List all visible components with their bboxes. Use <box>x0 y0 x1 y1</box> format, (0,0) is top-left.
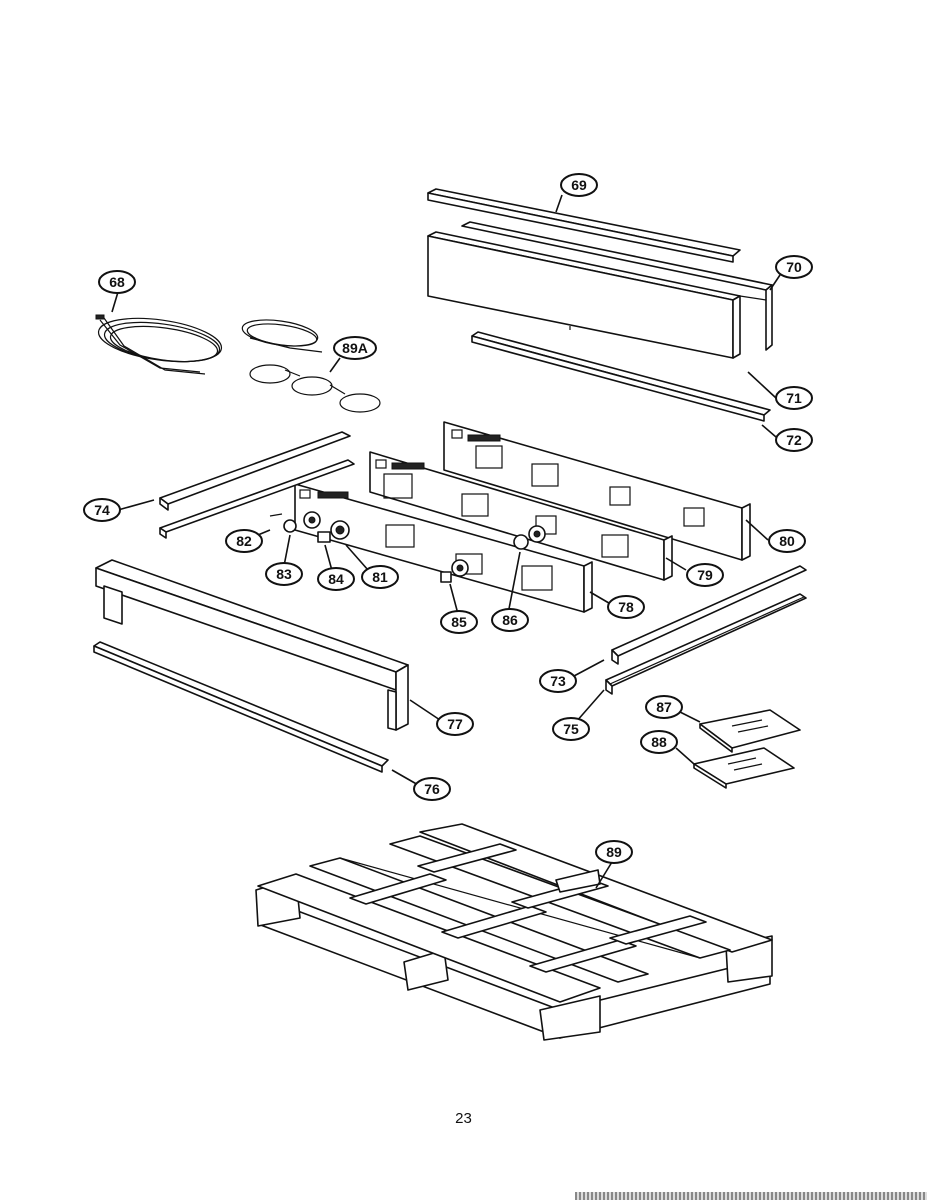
callout-84: 84 <box>317 567 355 591</box>
part-78-control-panel <box>294 483 593 613</box>
svg-text:84: 84 <box>328 571 344 587</box>
callout-68: 68 <box>98 270 136 294</box>
part-76-front-strip <box>93 641 389 773</box>
svg-text:86: 86 <box>502 612 518 628</box>
svg-text:73: 73 <box>550 673 566 689</box>
callout-80: 80 <box>768 529 806 553</box>
svg-text:89A: 89A <box>342 340 368 356</box>
callout-72: 72 <box>775 428 813 452</box>
callout-79: 79 <box>686 563 724 587</box>
svg-text:77: 77 <box>447 716 463 732</box>
callout-74: 74 <box>83 498 121 522</box>
svg-text:85: 85 <box>451 614 467 630</box>
part-68-wire-harness <box>95 314 323 375</box>
callout-73: 73 <box>539 669 577 693</box>
svg-text:88: 88 <box>651 734 667 750</box>
svg-text:83: 83 <box>276 566 292 582</box>
callout-88: 88 <box>640 730 678 754</box>
part-88-manual <box>693 747 795 789</box>
svg-text:76: 76 <box>424 781 440 797</box>
callout-75: 75 <box>552 717 590 741</box>
part-71-lower-strip <box>471 331 771 422</box>
svg-text:70: 70 <box>786 259 802 275</box>
part-74-side-rail <box>159 431 355 539</box>
callout-70: 70 <box>775 255 813 279</box>
part-89-pallet <box>255 823 773 1041</box>
callout-77: 77 <box>436 712 474 736</box>
part-80-control-panel <box>443 421 751 561</box>
callout-78: 78 <box>607 595 645 619</box>
callout-89A: 89A <box>333 336 377 360</box>
part-69-top-rail <box>427 188 741 263</box>
svg-text:75: 75 <box>563 721 579 737</box>
callout-85: 85 <box>440 610 478 634</box>
callout-81: 81 <box>361 565 399 589</box>
svg-text:82: 82 <box>236 533 252 549</box>
svg-text:71: 71 <box>786 390 802 406</box>
svg-text:74: 74 <box>94 502 110 518</box>
part-77-front-trim <box>95 559 409 731</box>
svg-text:80: 80 <box>779 533 795 549</box>
knob-fittings <box>269 511 546 583</box>
svg-text:68: 68 <box>109 274 125 290</box>
callout-82: 82 <box>225 529 263 553</box>
part-89A-clamps <box>249 364 381 413</box>
callout-76: 76 <box>413 777 451 801</box>
part-75-right-rail <box>605 593 807 695</box>
part-79-control-panel <box>369 451 673 581</box>
svg-text:89: 89 <box>606 844 622 860</box>
svg-text:87: 87 <box>656 699 672 715</box>
part-70-back-panel <box>427 221 773 359</box>
callout-71: 71 <box>775 386 813 410</box>
svg-text:81: 81 <box>372 569 388 585</box>
svg-text:78: 78 <box>618 599 634 615</box>
callout-87: 87 <box>645 695 683 719</box>
page-number: 23 <box>455 1110 472 1127</box>
scan-edge-strip <box>575 1192 927 1200</box>
callout-83: 83 <box>265 562 303 586</box>
svg-text:79: 79 <box>697 567 713 583</box>
svg-text:69: 69 <box>571 177 587 193</box>
callout-86: 86 <box>491 608 529 632</box>
callout-69-top: 69 <box>560 173 598 197</box>
part-73-right-rail <box>611 565 807 665</box>
callout-89-pallet: 89 <box>595 840 633 864</box>
svg-text:72: 72 <box>786 432 802 448</box>
part-87-manual <box>699 709 801 753</box>
